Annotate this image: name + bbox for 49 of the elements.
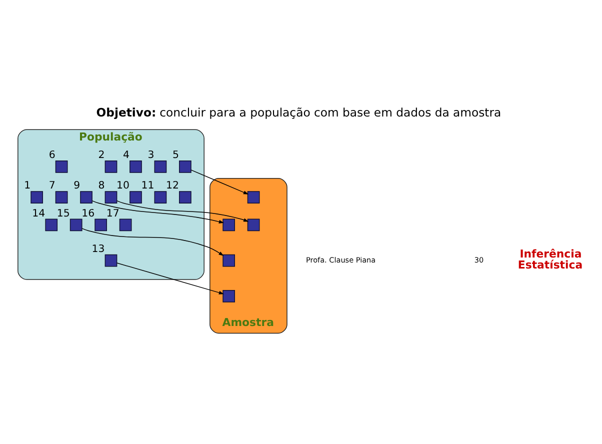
node-box (119, 218, 132, 232)
node-label: 3 (148, 150, 154, 162)
node-box (130, 191, 142, 204)
node-label: 17 (106, 208, 120, 220)
label: Inferência Estatística (518, 248, 583, 272)
arrow (116, 262, 224, 294)
node-box (179, 160, 192, 173)
node-box (154, 160, 167, 173)
node-box (247, 191, 260, 204)
node-box (30, 191, 43, 204)
node-box (45, 218, 58, 232)
node-box (222, 254, 235, 267)
label: 30 (474, 255, 484, 264)
node-box (104, 254, 118, 267)
arrow (82, 228, 224, 256)
node-box (104, 160, 118, 173)
node-label: 7 (48, 180, 56, 192)
node-label: 9 (74, 180, 80, 192)
node-label: 12 (166, 180, 179, 192)
node-box (80, 191, 92, 204)
diagram-title: Objetivo: concluir para a população com base em dados da amostra (96, 105, 502, 120)
cluster: Amostra (210, 178, 288, 334)
node-label: 13 (92, 244, 105, 255)
arrow (116, 200, 249, 222)
node-label: 15 (56, 208, 70, 220)
node-box (222, 218, 235, 232)
node-box (222, 290, 235, 302)
node-box (154, 191, 167, 204)
node-box (247, 218, 260, 232)
node-box (55, 191, 68, 204)
node-box (179, 191, 192, 204)
node-label: 8 (98, 180, 105, 192)
node-label: 2 (98, 150, 105, 162)
node-box (94, 218, 107, 232)
node-label: 14 (32, 208, 46, 220)
node-label: 6 (48, 150, 56, 162)
node-box (104, 191, 118, 204)
node-label: 1 (24, 180, 31, 192)
node-label: 11 (141, 180, 154, 192)
label: Profa. Clause Piana (306, 255, 376, 264)
node-label: 5 (172, 150, 179, 162)
node-label: 10 (116, 180, 130, 192)
arrow (92, 200, 224, 224)
node-box (70, 218, 82, 232)
arrow (190, 170, 249, 194)
node-box (130, 160, 142, 173)
node-box (55, 160, 68, 173)
node-label: 16 (82, 208, 95, 220)
node-label: 4 (123, 150, 130, 162)
